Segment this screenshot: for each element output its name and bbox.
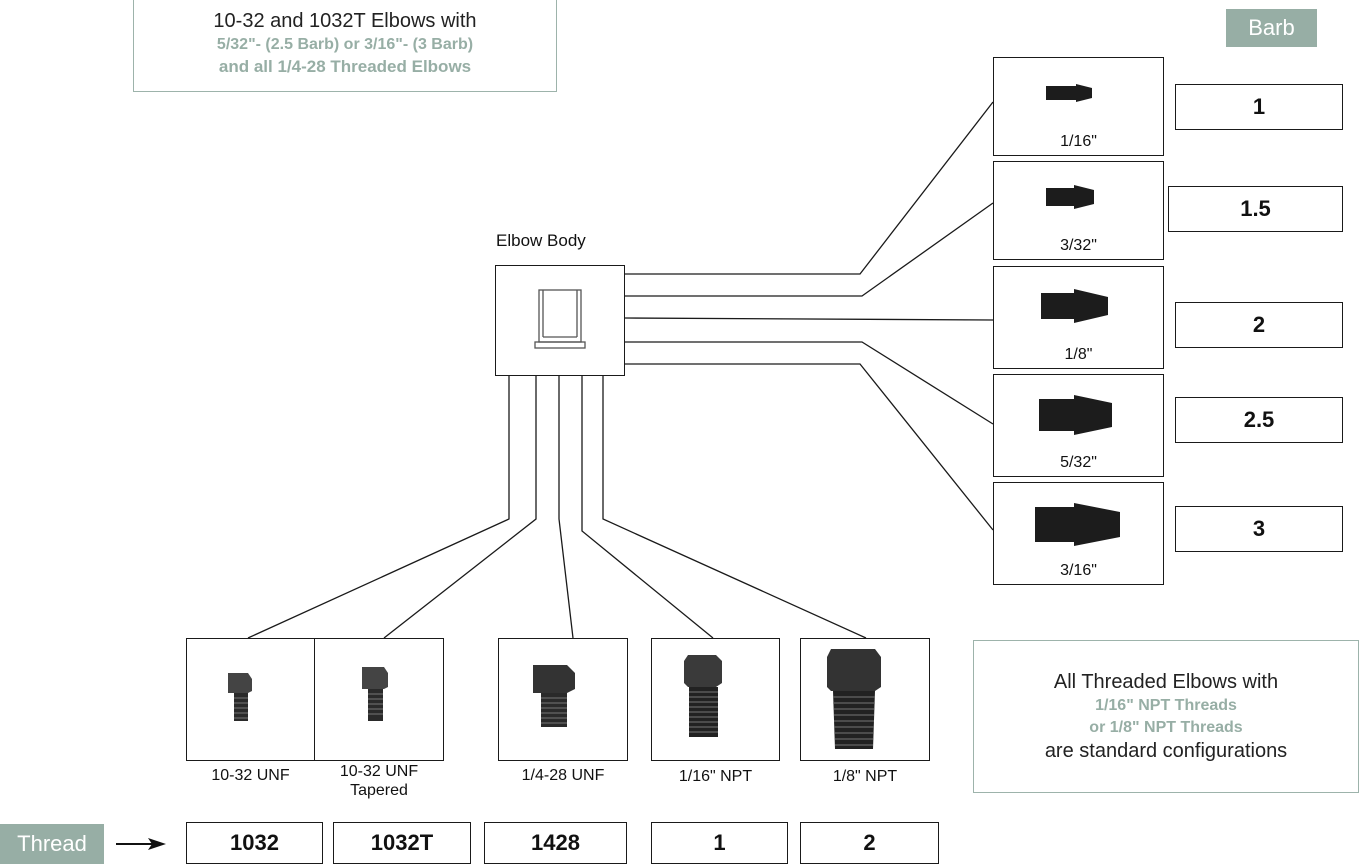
barb-box-3: 3/16" — [993, 482, 1164, 585]
threaded-fitting-icon — [533, 665, 575, 727]
barb-code-3: 3 — [1175, 506, 1343, 552]
bottom-note-line3: or 1/8" NPT Threads — [1089, 718, 1243, 736]
connector-barb-2 — [624, 317, 994, 321]
thread-name-1032t: 10-32 UNF Tapered — [339, 763, 419, 799]
thread-name-1032: 10-32 UNF — [211, 767, 290, 784]
top-note-line3: and all 1/4-28 Threaded Elbows — [218, 56, 472, 76]
top-note-line1: 10-32 and 1032T Elbows with — [213, 9, 477, 32]
bottom-note-line2: 1/16" NPT Threads — [1095, 696, 1237, 714]
barb-code-2: 2 — [1175, 302, 1343, 348]
connector-barb-2-5 — [625, 341, 994, 425]
connector-barb-3 — [625, 363, 994, 531]
barb-fitting-icon — [1039, 395, 1112, 435]
elbow-body-box — [495, 265, 625, 376]
elbow-body-label: Elbow Body — [496, 231, 586, 250]
threaded-fitting-icon — [827, 649, 881, 749]
elbow-icon — [534, 289, 586, 349]
bottom-note-line1: All Threaded Elbows with — [1053, 670, 1279, 693]
connector-thread-2 — [602, 376, 867, 639]
thread-box-1428 — [498, 638, 628, 761]
connector-barb-1 — [625, 101, 994, 275]
threaded-fitting-icon — [684, 655, 722, 737]
barb-size: 1/8" — [1064, 346, 1093, 363]
barb-tag: Barb — [1226, 9, 1317, 47]
barb-box-1-5: 3/32" — [993, 161, 1164, 260]
barb-size: 3/32" — [1060, 237, 1097, 254]
thread-code-1-npt: 1 — [651, 822, 788, 864]
bottom-note-line4: are standard configurations — [1044, 739, 1288, 762]
barb-size: 3/16" — [1060, 562, 1097, 579]
thread-code-1032: 1032 — [186, 822, 323, 864]
barb-code-1: 1 — [1175, 84, 1343, 130]
barb-fitting-icon — [1046, 84, 1092, 102]
connector-thread-1 — [581, 376, 714, 639]
connector-barb-1-5 — [625, 202, 994, 297]
barb-box-1: 1/16" — [993, 57, 1164, 156]
barb-fitting-icon — [1035, 503, 1120, 546]
connector-thread-1032t — [383, 376, 537, 639]
barb-size: 5/32" — [1060, 454, 1097, 471]
thread-name-2-npt: 1/8" NPT — [832, 768, 898, 785]
thread-box-1032t — [314, 638, 444, 761]
top-note-line2: 5/32"- (2.5 Barb) or 3/16"- (3 Barb) — [216, 35, 474, 53]
thread-tag: Thread — [0, 824, 104, 864]
thread-name-1428: 1/4-28 UNF — [521, 767, 605, 784]
barb-code-2-5: 2.5 — [1175, 397, 1343, 443]
thread-box-1032 — [186, 638, 315, 761]
threaded-fitting-icon — [362, 667, 388, 721]
thread-box-2-npt — [800, 638, 930, 761]
arrow-right-icon — [116, 838, 166, 850]
connector-thread-1428 — [558, 376, 574, 639]
threaded-fitting-icon — [228, 673, 252, 721]
bottom-note: All Threaded Elbows with 1/16" NPT Threa… — [973, 640, 1359, 793]
barb-code-1-5: 1.5 — [1168, 186, 1343, 232]
barb-box-2: 1/8" — [993, 266, 1164, 369]
barb-fitting-icon — [1046, 185, 1094, 209]
thread-name-1-npt: 1/16" NPT — [678, 768, 753, 785]
connector-thread-1032 — [247, 376, 510, 639]
thread-code-1428: 1428 — [484, 822, 627, 864]
top-note: 10-32 and 1032T Elbows with 5/32"- (2.5 … — [133, 0, 557, 92]
barb-fitting-icon — [1041, 289, 1108, 323]
thread-code-1032t: 1032T — [333, 822, 471, 864]
barb-box-2-5: 5/32" — [993, 374, 1164, 477]
thread-code-2-npt: 2 — [800, 822, 939, 864]
barb-size: 1/16" — [1060, 133, 1097, 150]
thread-box-1-npt — [651, 638, 780, 761]
